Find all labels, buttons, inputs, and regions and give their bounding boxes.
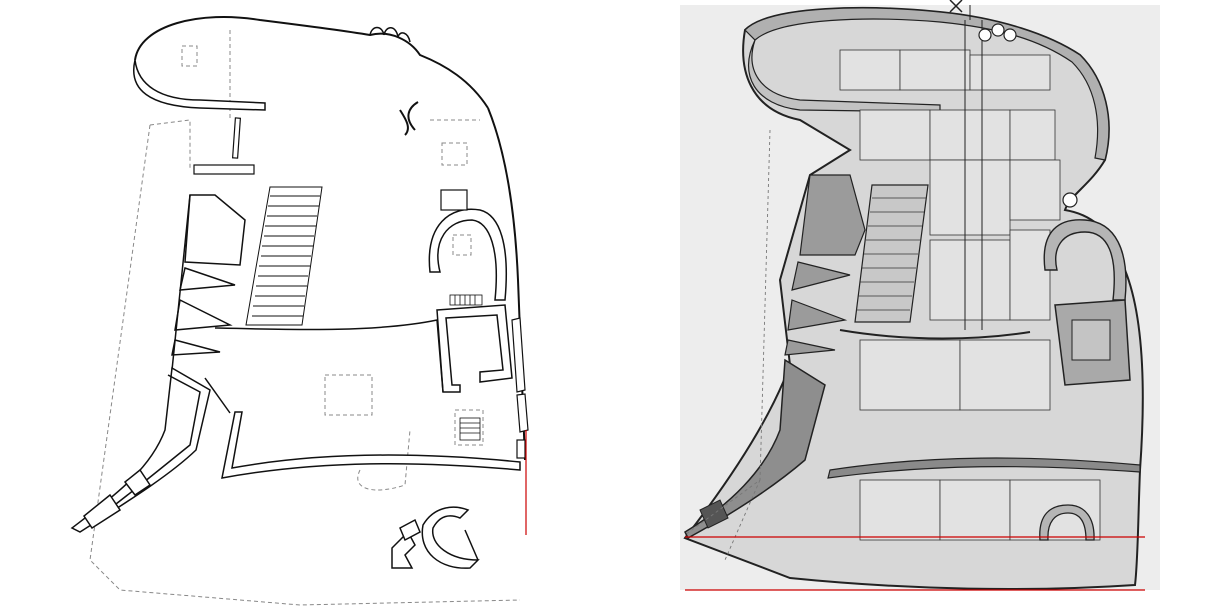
light-tower-bumps xyxy=(369,26,411,43)
south-wall-wedges xyxy=(784,174,866,356)
north-arrow xyxy=(949,0,963,13)
southwest-chapel-door xyxy=(699,499,729,529)
site-dashed-lines-right xyxy=(684,129,771,561)
hood-band xyxy=(744,7,1110,161)
left-plan-svg xyxy=(70,16,529,606)
east-curved-wall xyxy=(487,107,526,461)
southwest-chapel xyxy=(70,366,211,533)
tower-circles xyxy=(978,23,1078,208)
pews-block xyxy=(854,184,929,323)
sacristy-room xyxy=(436,304,513,393)
floor-tiles xyxy=(839,49,1101,541)
right-floor-plan xyxy=(610,0,1220,610)
stair-lower xyxy=(459,417,481,441)
sacristy-inner xyxy=(1071,319,1111,361)
north-wall-return xyxy=(133,59,266,111)
nave-divider xyxy=(839,329,1031,340)
south-bottom-wall xyxy=(827,457,1141,479)
hood-inner-return xyxy=(747,39,941,113)
nave-outline xyxy=(204,319,444,414)
entry-lintel xyxy=(193,164,255,175)
southwest-chapel-band xyxy=(684,358,826,540)
stair-small xyxy=(449,294,483,306)
south-wall xyxy=(171,194,246,371)
north-curved-wall xyxy=(134,16,489,109)
east-wall-piers xyxy=(511,317,529,459)
site-dashed-lines xyxy=(89,30,521,606)
chapel-tower-base xyxy=(440,189,468,211)
right-plan-svg xyxy=(680,0,1160,591)
pews-grid xyxy=(245,186,323,326)
south-curved-wall xyxy=(221,411,521,479)
small-pier xyxy=(231,117,242,159)
bottom-arch xyxy=(1039,504,1095,541)
red-guide-lines xyxy=(685,536,1145,591)
left-floor-plan xyxy=(70,16,529,606)
gargoyle-shape xyxy=(399,101,419,136)
east-chapel-apse xyxy=(428,208,508,301)
long-mullions xyxy=(964,5,983,330)
pyramid-and-ramp xyxy=(391,506,480,569)
